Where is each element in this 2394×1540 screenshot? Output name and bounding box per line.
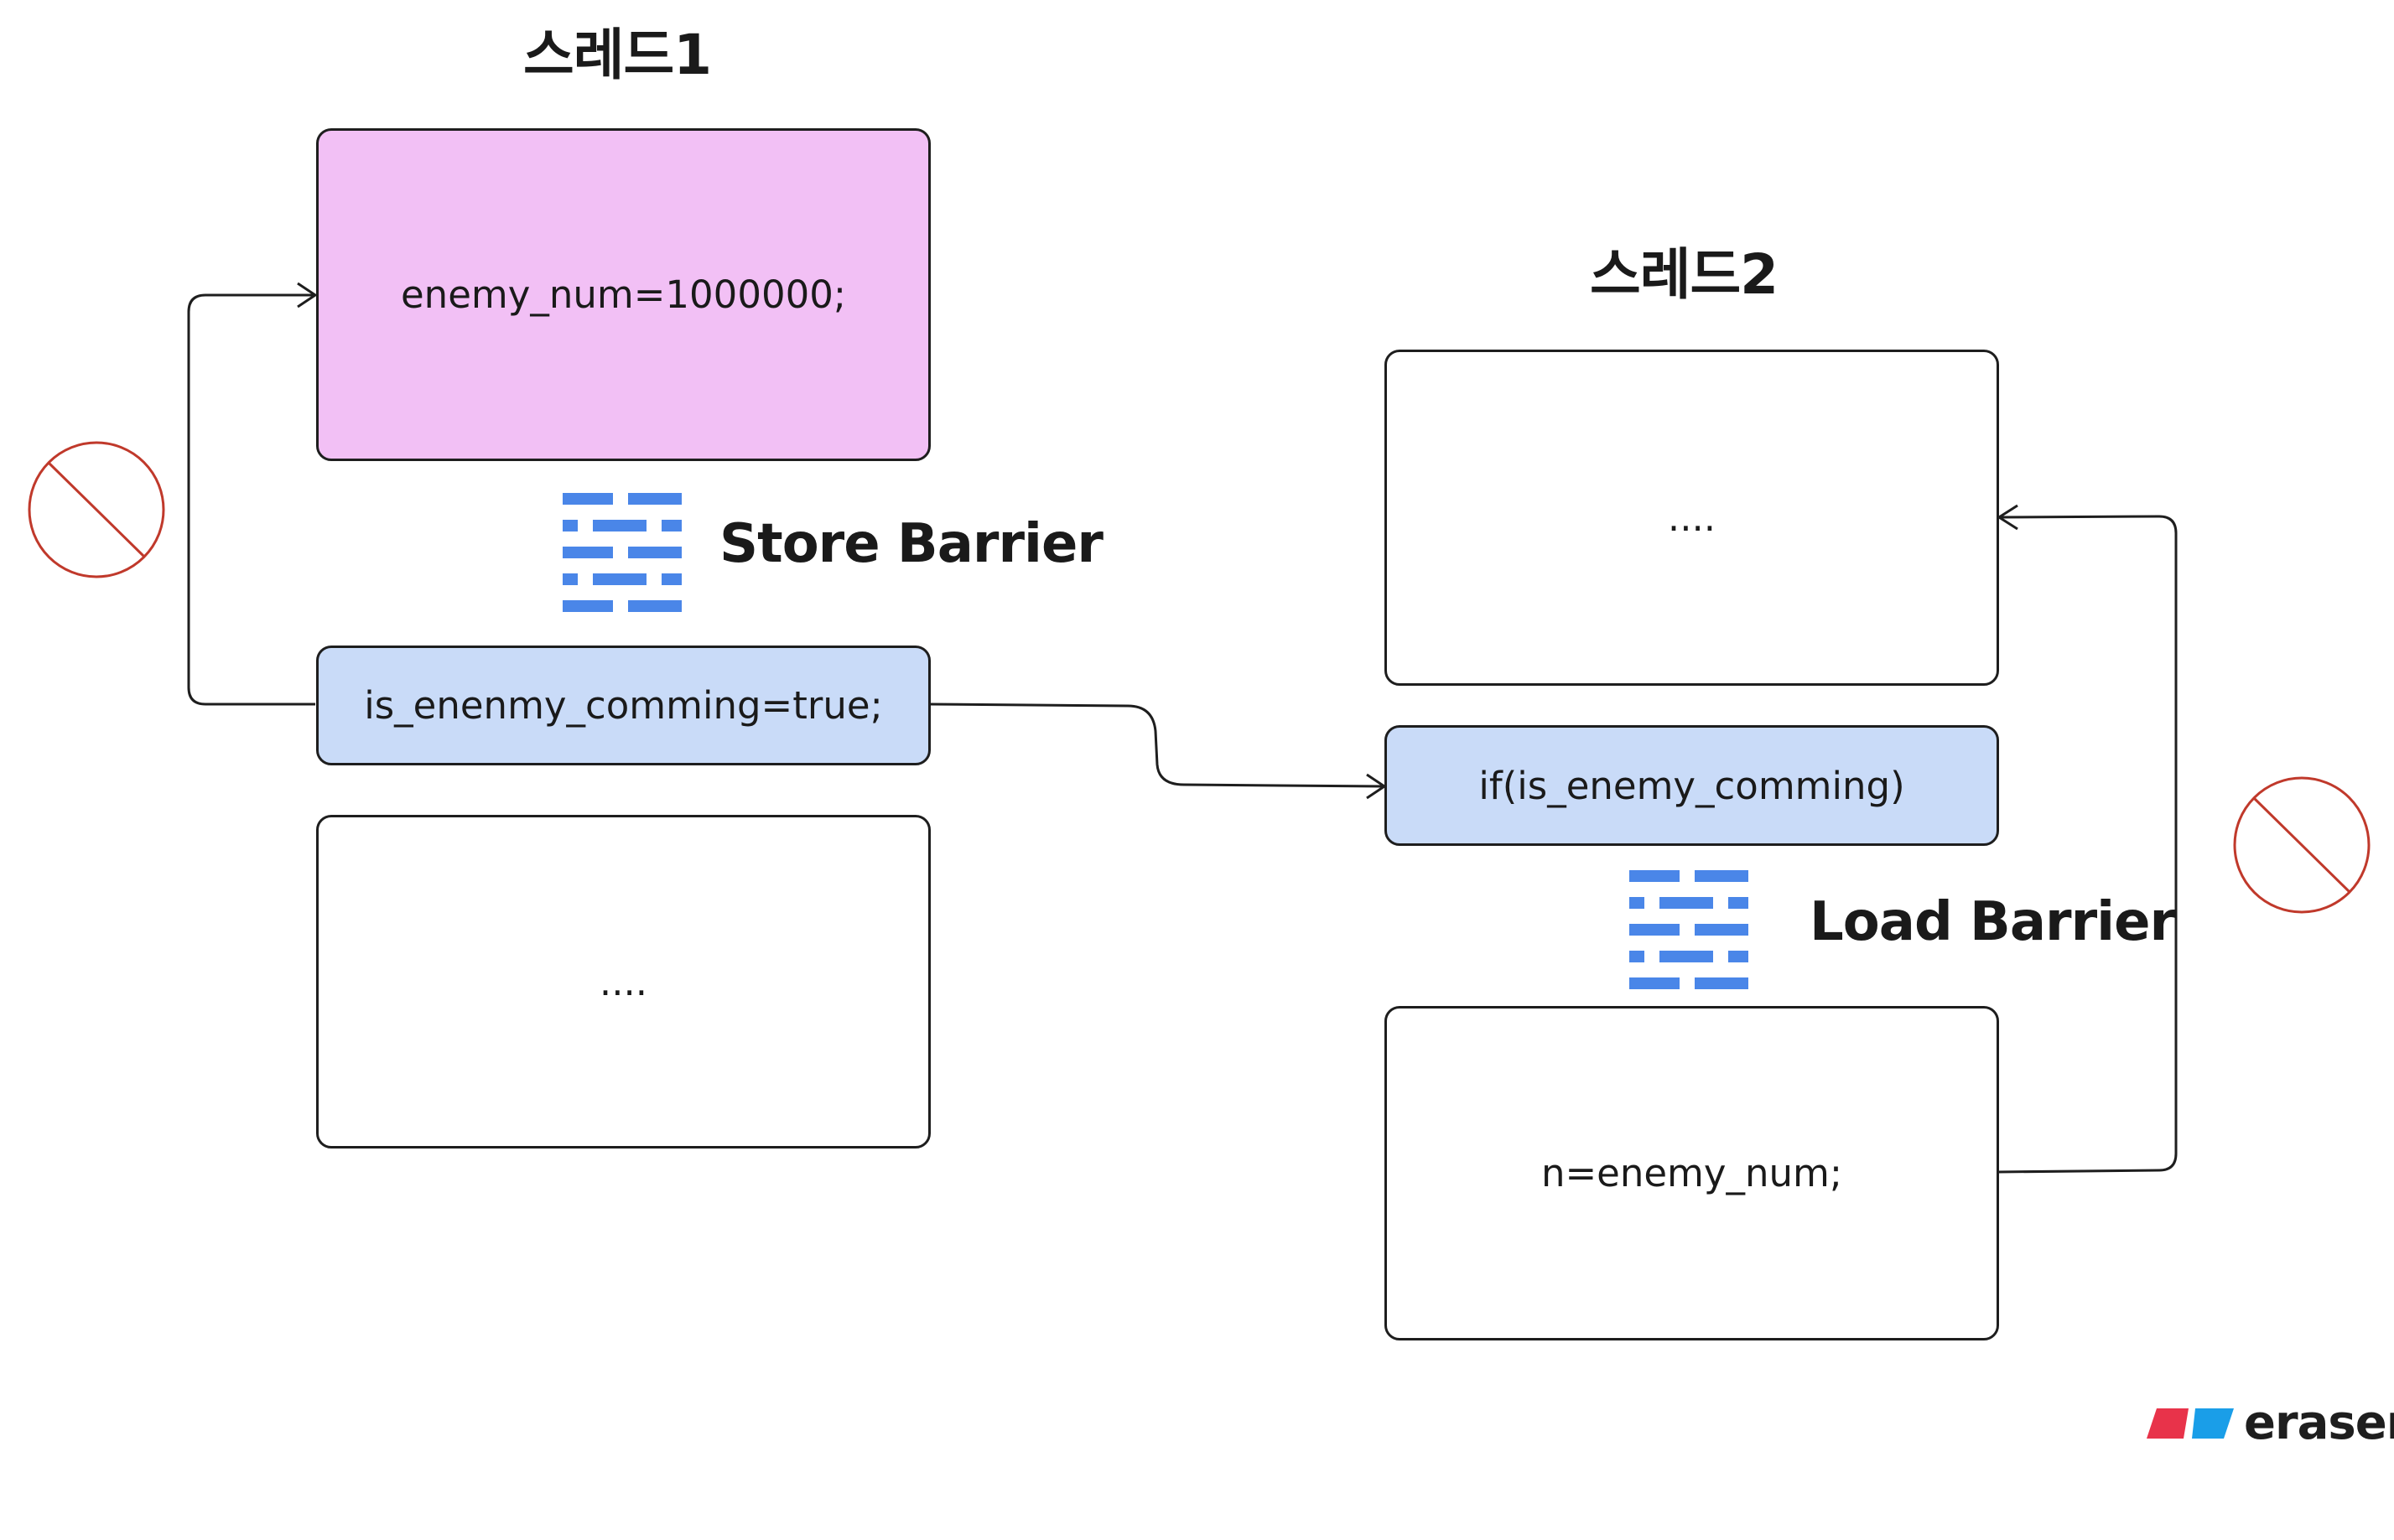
- reorder-arrow-thread1: [187, 293, 315, 706]
- box-label: if(is_enemy_comming): [1478, 763, 1905, 808]
- box-label: n=enemy_num;: [1540, 1151, 1843, 1195]
- load-barrier-label: Load Barrier: [1810, 891, 2176, 953]
- cross-thread-arrow: [930, 703, 1384, 788]
- barrier-icon: [1629, 870, 1748, 989]
- store-barrier-label: Store Barrier: [719, 513, 1104, 575]
- reorder-arrow-thread2: [1997, 515, 2178, 1174]
- eraser-logo-icon: [2147, 1408, 2234, 1439]
- box-label: ....: [1667, 495, 1716, 540]
- thread2-title: 스레드2: [1590, 242, 1779, 307]
- eraser-brand: eraser: [2147, 1396, 2394, 1450]
- brand-name: eraser: [2244, 1396, 2394, 1450]
- thread1-box-is-enemy-comming: is_enenmy_comming=true;: [316, 646, 931, 765]
- thread1-title: 스레드1: [523, 23, 712, 87]
- arrowhead-thread2: [1997, 504, 2018, 531]
- box-label: ....: [599, 959, 648, 1004]
- box-label: enemy_num=1000000;: [400, 272, 846, 317]
- arrowhead-thread1: [297, 282, 318, 309]
- barrier-icon: [563, 493, 682, 612]
- thread2-box-ellipsis: ....: [1384, 350, 1999, 686]
- prohibited-icon: [28, 441, 165, 578]
- thread2-box-assign-n: n=enemy_num;: [1384, 1006, 1999, 1340]
- box-label: is_enenmy_comming=true;: [364, 683, 883, 728]
- thread1-box-ellipsis: ....: [316, 815, 931, 1149]
- thread2-box-if-condition: if(is_enemy_comming): [1384, 725, 1999, 846]
- prohibited-icon: [2233, 776, 2371, 914]
- thread1-box-enemy-num: enemy_num=1000000;: [316, 128, 931, 461]
